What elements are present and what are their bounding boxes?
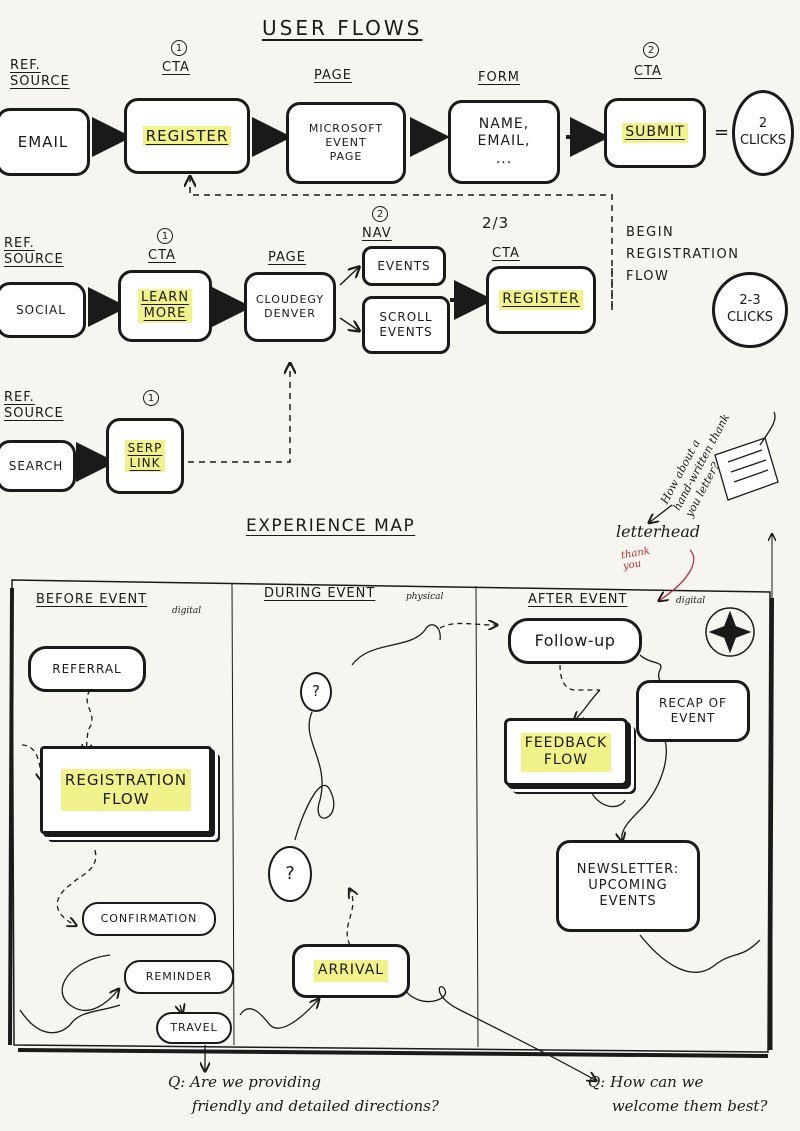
flow2-cta2-number: 2/3: [482, 214, 510, 232]
flow2-cta2-label: CTA: [492, 246, 520, 261]
before-registration-box: REGISTRATION FLOW: [40, 746, 212, 834]
after-feedback-text: FEEDBACK FLOW: [520, 732, 612, 772]
after-recap-text: RECAP OF EVENT: [659, 696, 727, 725]
flow1-page-text: MICROSOFT EVENT PAGE: [308, 122, 384, 163]
user-flows-title: USER FLOWS: [262, 16, 423, 40]
flow2-cta-number: 1: [157, 228, 173, 244]
col-before-event: BEFORE EVENT: [36, 592, 148, 607]
flow3-cta-number: 1: [143, 390, 159, 406]
during-event-paths: [239, 623, 595, 1080]
experience-map-frame: [8, 535, 772, 1058]
flow3-search-box: SEARCH: [0, 440, 76, 492]
flow2-page-label: PAGE: [268, 250, 306, 265]
flow2-nav-scroll-text: SCROLL EVENTS: [379, 310, 433, 339]
flow2-learn-more-text: LEARN MORE: [137, 288, 193, 324]
flow2-to-flow1-dashed: [190, 178, 613, 310]
after-event-paths: [559, 549, 761, 973]
flow3-serp-text: SERP LINK: [124, 440, 166, 472]
experience-map-title: EXPERIENCE MAP: [246, 516, 416, 536]
flow2-register-text: REGISTER: [499, 290, 583, 310]
after-follow-up-text: Follow-up: [534, 631, 616, 650]
flow2-nav-events-text: EVENTS: [377, 258, 431, 273]
letterhead-note: letterhead: [616, 522, 701, 541]
flow2-page-box: CLOUDEGY DENVER: [244, 272, 336, 342]
flow1-register-box: REGISTER: [124, 98, 250, 174]
before-confirmation-box: CONFIRMATION: [82, 902, 216, 936]
after-follow-up-box: Follow-up: [508, 618, 642, 664]
flow1-cta-number: 1: [171, 40, 187, 56]
flow1-cta2-label: CTA: [634, 64, 662, 79]
flow1-email-box: EMAIL: [0, 108, 90, 176]
flow2-register-box: REGISTER: [486, 266, 596, 334]
after-newsletter-box: NEWSLETTER: UPCOMING EVENTS: [556, 840, 700, 932]
before-referral-box: REFERRAL: [28, 646, 146, 692]
flow3-search-text: SEARCH: [8, 458, 64, 473]
col-after-event: AFTER EVENT: [528, 592, 628, 607]
during-question-2-text: ?: [285, 863, 295, 885]
flow2-nav-label: NAV: [362, 226, 392, 241]
before-confirmation-text: CONFIRMATION: [100, 912, 198, 926]
before-reminder-box: REMINDER: [124, 960, 234, 994]
before-registration-text: REGISTRATION FLOW: [60, 769, 192, 811]
flow1-page-box: MICROSOFT EVENT PAGE: [286, 102, 406, 184]
before-referral-text: REFERRAL: [52, 661, 122, 676]
flow1-form-label: FORM: [478, 70, 520, 85]
question-directions: Q: Are we providing friendly and detaile…: [168, 1073, 439, 1115]
flow1-register-text: REGISTER: [142, 125, 232, 147]
flow1-email-text: EMAIL: [17, 132, 69, 151]
compass-icon: [705, 607, 755, 657]
col-during-tag: physical: [406, 592, 444, 602]
flow2-page-text: CLOUDEGY DENVER: [255, 293, 325, 320]
flow3-ref-source-label: REF. SOURCE: [4, 390, 64, 421]
flow2-clicks-badge: 2-3 CLICKS: [712, 272, 788, 348]
col-after-tag: digital: [676, 596, 706, 606]
flow1-submit-text: SUBMIT: [622, 123, 688, 143]
flow2-social-box: SOCIAL: [0, 282, 86, 338]
flow2-social-text: SOCIAL: [16, 302, 66, 317]
flow2-nav-scroll-box: SCROLL EVENTS: [362, 296, 450, 354]
flow1-equals: =: [714, 122, 731, 143]
col-before-tag: digital: [172, 606, 202, 616]
during-question-2: ?: [268, 846, 312, 902]
during-question-1: ?: [300, 672, 332, 712]
flow1-clicks-text: 2 CLICKS: [739, 116, 786, 148]
serp-to-page-dashed: [188, 365, 290, 463]
flow2-cta-label: CTA: [148, 248, 176, 263]
flow1-page-label: PAGE: [314, 68, 352, 83]
flow1-clicks-badge: 2 CLICKS: [732, 90, 794, 176]
col-during-event: DURING EVENT: [264, 586, 376, 601]
flow2-nav-events-box: EVENTS: [362, 246, 446, 286]
letter-icon: [714, 411, 779, 501]
before-reminder-text: REMINDER: [145, 970, 213, 984]
question-welcome: Q: How can we welcome them best?: [588, 1073, 768, 1115]
flow2-arrows: [88, 280, 494, 327]
flow1-cta2-number: 2: [643, 42, 659, 58]
after-recap-box: RECAP OF EVENT: [636, 680, 750, 742]
before-travel-text: TRAVEL: [170, 1021, 218, 1035]
before-travel-box: TRAVEL: [156, 1012, 232, 1044]
flow1-cta-label: CTA: [162, 60, 190, 75]
after-feedback-box: FEEDBACK FLOW: [504, 718, 628, 786]
flow2-nav-number: 2: [372, 206, 388, 222]
flow1-form-text: NAME, EMAIL, ...: [477, 115, 531, 167]
flow3-serp-box: SERP LINK: [106, 418, 184, 494]
after-newsletter-text: NEWSLETTER: UPCOMING EVENTS: [576, 861, 680, 910]
flow2-clicks-text: 2-3 CLICKS: [726, 293, 773, 325]
flow2-ref-source-label: REF. SOURCE: [4, 236, 64, 267]
flow1-submit-box: SUBMIT: [604, 98, 706, 168]
flow2-learn-more-box: LEARN MORE: [118, 270, 212, 342]
before-event-paths: [19, 689, 205, 1070]
during-arrival-box: ARRIVAL: [292, 944, 410, 998]
during-arrival-text: ARRIVAL: [313, 960, 389, 982]
flow1-ref-source-label: REF. SOURCE: [10, 58, 70, 89]
flow1-form-box: NAME, EMAIL, ...: [448, 100, 560, 184]
flow2-begin-registration-note: BEGIN REGISTRATION FLOW: [626, 225, 740, 285]
during-question-1-text: ?: [312, 682, 320, 701]
